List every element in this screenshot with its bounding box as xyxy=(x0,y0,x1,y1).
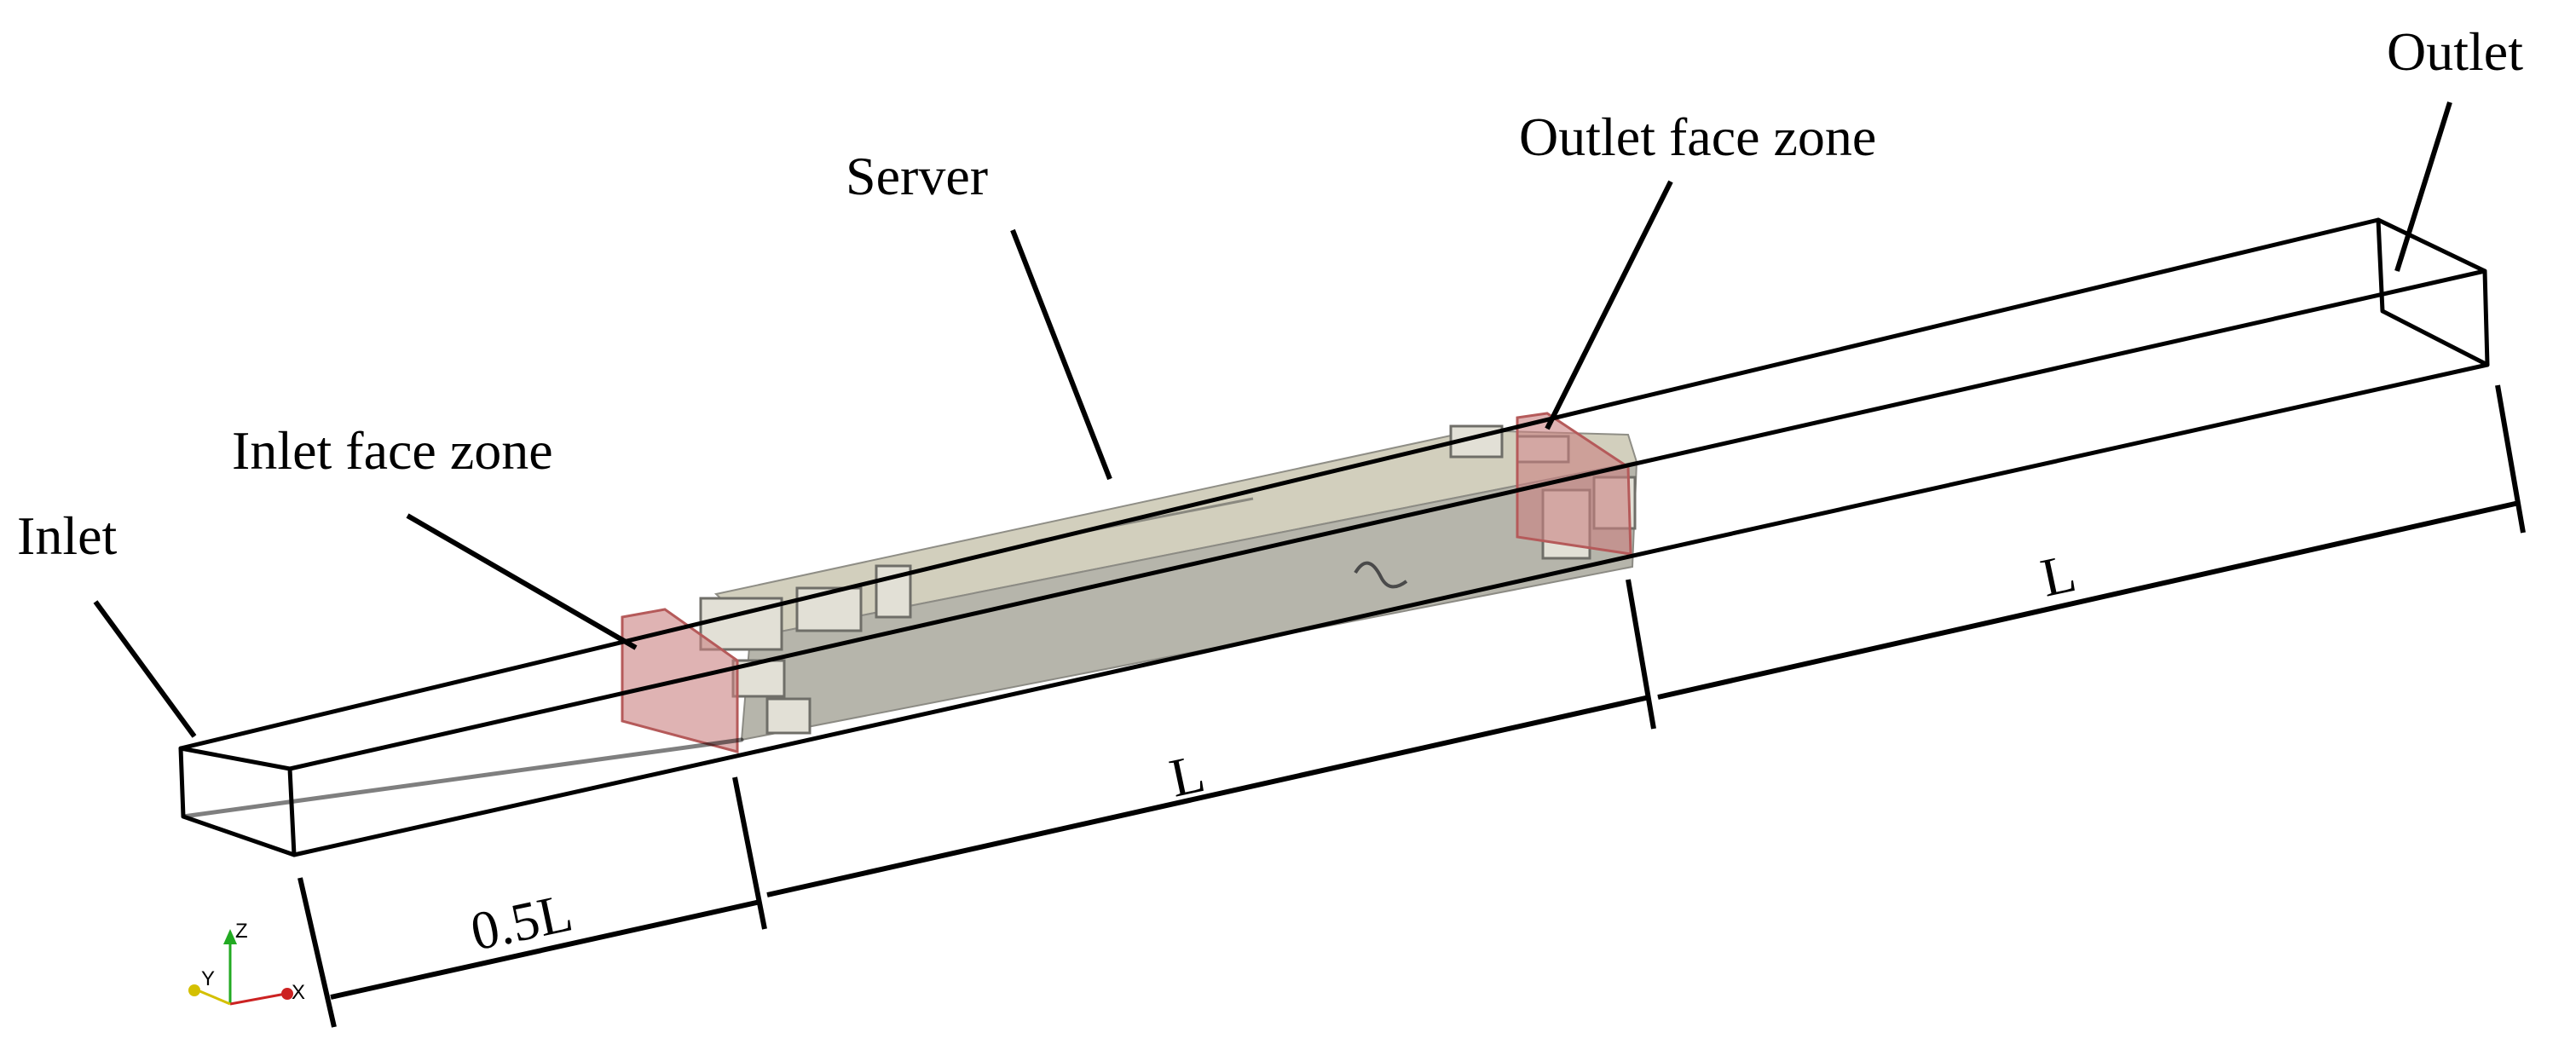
inlet-face-zone-leader-arrow xyxy=(406,513,638,650)
x-axis-line xyxy=(229,992,286,1006)
dim-label-server: L xyxy=(1164,742,1210,809)
y-axis-label: Y xyxy=(201,967,215,990)
outlet-leader-arrow xyxy=(2394,101,2452,272)
server-front-face xyxy=(740,460,1638,742)
dim-arrow-downstream xyxy=(1657,500,2520,700)
server-model xyxy=(699,424,1638,742)
x-axis-label: X xyxy=(292,981,305,1004)
outlet-label: Outlet xyxy=(2387,21,2523,82)
dim-tick-inlet xyxy=(297,877,337,1028)
dim-arrow-upstream xyxy=(330,899,761,1000)
y-axis-line xyxy=(197,989,231,1006)
dim-tick-outlet xyxy=(2495,384,2526,534)
server-label: Server xyxy=(846,146,988,206)
dim-label-downstream: L xyxy=(2036,542,2081,609)
outlet-face-zone-leader-arrow xyxy=(1545,180,1673,430)
x-axis-dot xyxy=(281,988,293,1000)
dimension-lines xyxy=(297,384,2526,1028)
inlet-label: Inlet xyxy=(17,505,118,566)
outlet-face-zone-label: Outlet face zone xyxy=(1519,107,1876,167)
z-axis-arrowhead xyxy=(223,929,237,944)
dim-arrow-server xyxy=(766,695,1650,897)
duct-outline xyxy=(178,217,2490,857)
inlet-face-zone-label: Inlet face zone xyxy=(232,420,553,481)
dim-label-upstream: 0.5L xyxy=(465,881,577,961)
z-axis-label: Z xyxy=(235,920,248,943)
labels: Inlet Inlet face zone Server Outlet face… xyxy=(17,21,2523,962)
dim-tick-outlet-face xyxy=(1626,579,1656,730)
server-leader-arrow xyxy=(1010,228,1112,481)
axis-triad: Z X Y xyxy=(188,920,305,1006)
outlet-face-zone xyxy=(1516,412,1632,556)
inlet-leader-arrow xyxy=(93,600,197,738)
y-axis-dot xyxy=(188,984,200,996)
leader-arrows xyxy=(93,101,2452,738)
